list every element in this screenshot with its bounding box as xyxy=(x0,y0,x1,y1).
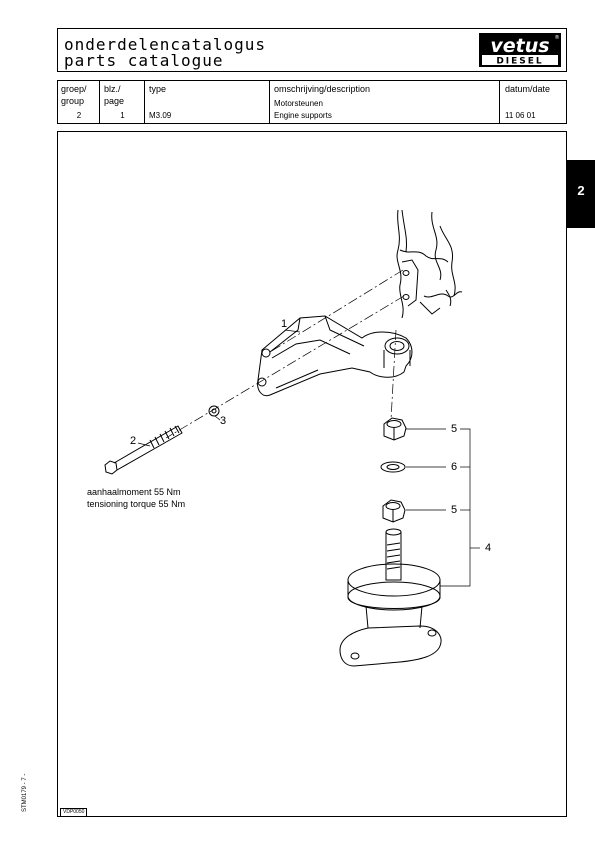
type-value: M3.09 xyxy=(149,111,172,120)
washer-large xyxy=(380,461,406,473)
page-label-nl: blz./ xyxy=(104,84,121,94)
callout-5-lower: 5 xyxy=(451,504,458,516)
type-label: type xyxy=(149,84,167,94)
engine-bracket xyxy=(257,315,413,397)
page-column: blz./ page 1 xyxy=(100,81,145,123)
date-column: datum/date 11 06 01 xyxy=(500,81,566,123)
description-label: omschrijving/description xyxy=(274,84,371,94)
date-value: 11 06 01 xyxy=(505,111,536,120)
group-column: groep/ group 2 xyxy=(58,81,100,123)
vetus-diesel-logo: vetus DIESEL ® xyxy=(479,33,561,67)
leader-lines xyxy=(137,329,480,587)
description-english: Engine supports xyxy=(274,111,332,120)
description-dutch: Motorsteunen xyxy=(274,99,323,108)
page-label-en: page xyxy=(104,96,125,106)
nut-upper xyxy=(383,417,407,441)
bolt xyxy=(104,425,183,475)
callout-1: 1 xyxy=(281,318,288,330)
group-label-en: group xyxy=(61,96,85,106)
engine-block-outline xyxy=(396,209,463,319)
group-label-nl: groep/ xyxy=(61,84,87,94)
page-value: 1 xyxy=(120,111,125,120)
section-tab: 2 xyxy=(567,160,595,228)
callout-3: 3 xyxy=(220,415,227,427)
torque-note-english: tensioning torque 55 Nm xyxy=(87,499,186,509)
type-column: type M3.09 xyxy=(145,81,270,123)
drawing-reference-code: VDP0050 xyxy=(60,808,88,817)
torque-note-dutch: aanhaalmoment 55 Nm xyxy=(87,487,181,497)
title-line-english: parts catalogue xyxy=(64,51,224,70)
callout-2: 2 xyxy=(130,435,137,447)
date-label: datum/date xyxy=(505,84,551,94)
washer-small xyxy=(208,405,220,417)
document-side-code: STM0179 - 7 - xyxy=(22,773,28,812)
logo-text-vetus: vetus xyxy=(490,35,549,57)
group-value: 2 xyxy=(76,111,82,120)
nut-lower xyxy=(382,499,406,523)
logo-text-diesel: DIESEL xyxy=(496,57,543,67)
title-block: onderdelencatalogus parts catalogue vetu… xyxy=(57,28,567,72)
callout-6: 6 xyxy=(451,461,458,473)
center-lines xyxy=(165,269,405,439)
callout-5-upper: 5 xyxy=(451,423,458,435)
logo-registered-mark: ® xyxy=(555,34,560,41)
flexible-mount xyxy=(339,528,442,667)
description-column: omschrijving/description Motorsteunen En… xyxy=(270,81,500,123)
drawing-frame xyxy=(57,131,567,817)
callout-4: 4 xyxy=(485,542,492,554)
header-table: groep/ group 2 blz./ page 1 type M3.09 o… xyxy=(57,80,567,124)
title-line-dutch: onderdelencatalogus xyxy=(64,35,267,54)
